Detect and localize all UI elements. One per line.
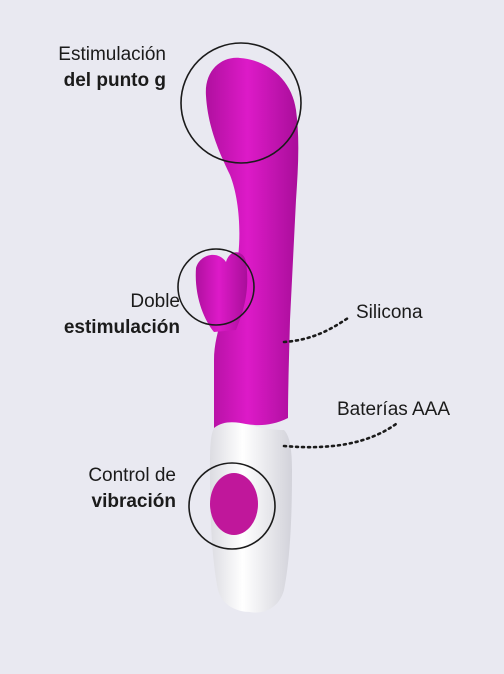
baterias-leader-line bbox=[282, 422, 398, 449]
control-label-line2: vibración bbox=[91, 491, 176, 512]
control-highlight-circle bbox=[188, 462, 276, 550]
control-button bbox=[210, 473, 258, 535]
material-label: Silicona bbox=[356, 302, 423, 323]
silicona-leader-line bbox=[282, 316, 350, 344]
double-stimulation-label-line1: Doble bbox=[130, 291, 180, 312]
main-shaft bbox=[205, 57, 299, 428]
g-spot-label-line2: del punto g bbox=[63, 70, 166, 91]
g-spot-highlight-circle bbox=[180, 42, 302, 164]
double-stimulation-label: Doble estimulación bbox=[64, 289, 180, 341]
double-stimulation-highlight-circle bbox=[177, 248, 255, 326]
control-label: Control de vibración bbox=[88, 463, 176, 515]
g-spot-label-line1: Estimulación bbox=[58, 44, 166, 65]
batteries-label: Baterías AAA bbox=[337, 399, 451, 420]
double-stimulation-label-line2: estimulación bbox=[63, 317, 180, 338]
g-spot-label: Estimulación del punto g bbox=[58, 42, 166, 94]
control-label-line1: Control de bbox=[88, 465, 176, 486]
clitoral-arm bbox=[195, 252, 248, 332]
